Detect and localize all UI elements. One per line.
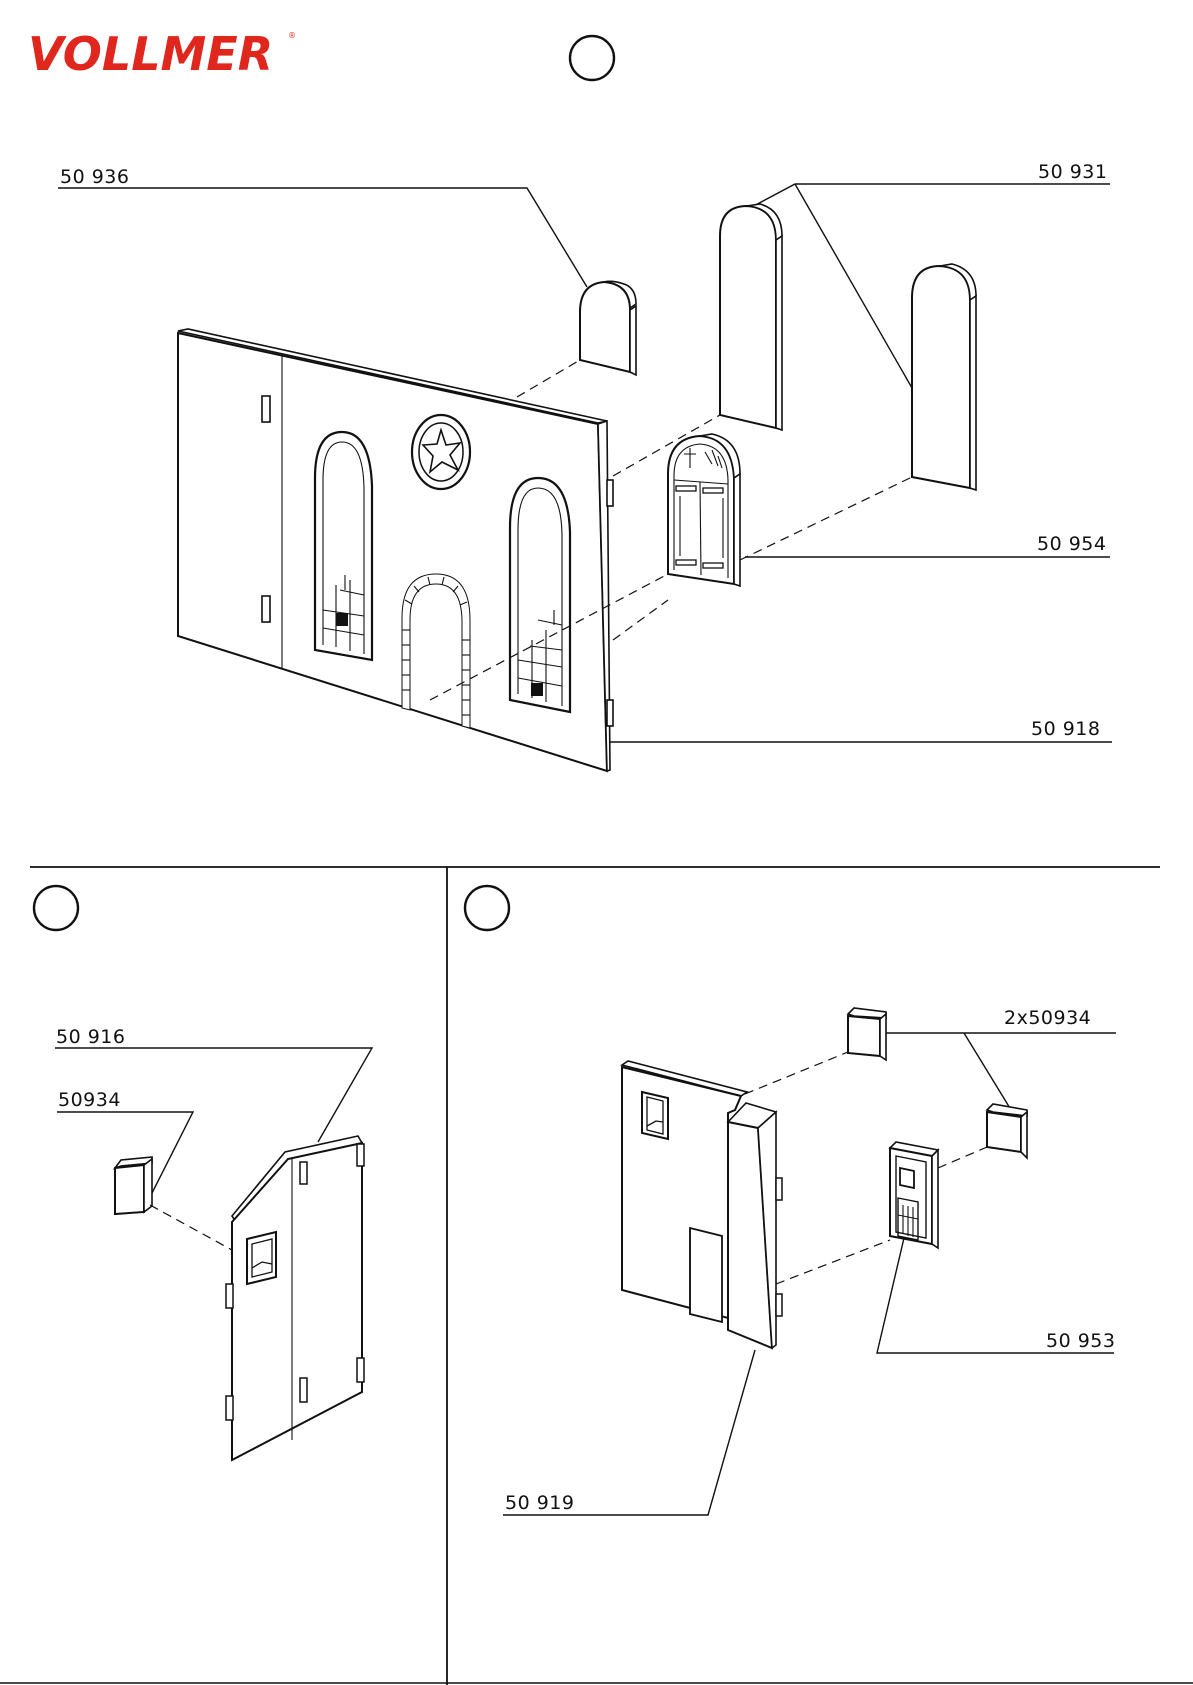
- registered-mark: ®: [288, 31, 296, 40]
- gable-wall-panel: [226, 1136, 364, 1460]
- leader-50-936: 50 936: [58, 166, 587, 287]
- step-bottom-right: 2x50934 50 953 50 919: [503, 1007, 1116, 1515]
- tall-arch-insert-left: [720, 204, 782, 430]
- leader-50-954: 50 954: [745, 533, 1110, 557]
- small-block-part-lower: [987, 1104, 1027, 1158]
- small-block-part: [115, 1157, 152, 1214]
- label-50-918: 50 918: [1031, 718, 1100, 740]
- label-50-919: 50 919: [505, 1492, 574, 1514]
- vollmer-logo: VOLLMER ®: [28, 27, 296, 81]
- logo-text: VOLLMER: [28, 27, 273, 81]
- label-50934: 50934: [58, 1089, 121, 1111]
- church-double-door: [668, 434, 740, 586]
- small-arch-insert: [580, 281, 636, 375]
- door-frame-part: [890, 1142, 938, 1248]
- step-bottom-left: 50 916 50934: [55, 1026, 372, 1460]
- corner-wall-panel: [622, 1061, 782, 1348]
- small-block-part-upper: [848, 1008, 886, 1060]
- step-top: 50 936 50 931 50 954 50 918: [58, 161, 1112, 771]
- label-50-954: 50 954: [1037, 533, 1106, 555]
- front-wall-panel: [178, 329, 613, 771]
- leader-50-919: 50 919: [503, 1350, 755, 1515]
- leader-50-953: 50 953: [877, 1238, 1115, 1353]
- leader-50-918: 50 918: [610, 718, 1112, 742]
- leader-50-916: 50 916: [55, 1026, 372, 1142]
- step-circle-bottom-right: [465, 886, 509, 930]
- step-circle-bottom-left: [34, 886, 78, 930]
- tall-arch-insert-right: [912, 264, 976, 490]
- label-50-936: 50 936: [60, 166, 129, 188]
- leader-2x50934: 2x50934: [886, 1007, 1116, 1118]
- alignment-line-bottom-left: [150, 1205, 232, 1250]
- alignment-lines-bottom-right: [745, 1052, 987, 1284]
- label-2x50934: 2x50934: [1004, 1007, 1091, 1029]
- label-50-931: 50 931: [1038, 161, 1107, 183]
- step-circle-top: [570, 36, 614, 80]
- label-50-953: 50 953: [1046, 1330, 1115, 1352]
- label-50-916: 50 916: [56, 1026, 125, 1048]
